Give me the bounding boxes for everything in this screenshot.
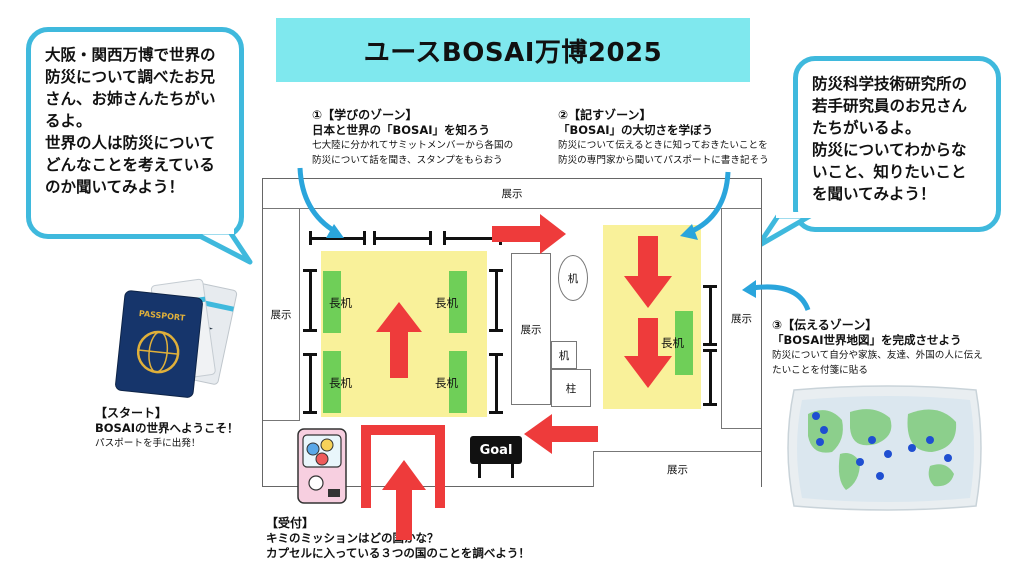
zone1-heading: ①【学びのゾーン】: [312, 108, 418, 122]
long-desk: [323, 271, 341, 333]
bubble-right-line: 防災についてわからな: [812, 141, 967, 159]
bubble-right-tail: [755, 212, 818, 249]
zone2-desc: 防災の専門家から聞いてパスポートに書き記そう: [558, 155, 769, 166]
zone3-desc: たいことを付箋に貼る: [772, 365, 868, 376]
zone3-heading: ③【伝えるゾーン】: [772, 318, 878, 332]
bubble-right-line: を聞いてみよう！: [812, 185, 936, 203]
bubble-right-line: いこと、知りたいこと: [812, 163, 967, 181]
pillar: 柱: [551, 369, 591, 407]
partition: [443, 237, 501, 240]
start-caption: 【スタート】 BOSAIの世界へようこそ！ パスポートを手に出発！: [95, 406, 239, 451]
reception-line2: カプセルに入っている３つの国のことを調べよう！: [266, 546, 530, 560]
exhibit-label: 展示: [270, 309, 292, 321]
long-desk: [675, 311, 693, 375]
exhibit-label: 展示: [667, 464, 688, 476]
zone3-subtitle: 「BOSAI世界地図」を完成させよう: [772, 333, 962, 347]
arrow-left-goal: [524, 414, 598, 454]
reception-heading: 【受付】: [266, 516, 315, 530]
zone2-caption: ②【記すゾーン】 「BOSAI」の大切さを学ぼう 防災について伝えるときに知って…: [558, 108, 769, 168]
long-desk-label: 長机: [661, 336, 684, 350]
bubble-left-line: 大阪・関西万博で世界の: [45, 46, 216, 64]
arrow-right-top: [492, 214, 566, 254]
pointer-arrow-zone3: [742, 280, 756, 298]
exhibit-top: 展示: [263, 179, 761, 209]
exhibit-bottom: 展示: [593, 451, 761, 487]
exhibit-label: 展示: [520, 323, 542, 336]
bubble-right-line: たちがいるよ。: [812, 119, 921, 137]
arrow-up-zone1: [376, 302, 422, 378]
long-desk-label: 長机: [435, 296, 458, 310]
page-title: ユースBOSAI万博2025: [363, 37, 663, 68]
arrow-down-zone2: [624, 236, 672, 308]
zone3-caption: ③【伝えるゾーン】 「BOSAI世界地図」を完成させよう 防災について自分や家族…: [772, 318, 983, 378]
zone1-subtitle: 日本と世界の「BOSAI」を知ろう: [312, 123, 491, 137]
exhibit-center: 展示: [511, 253, 551, 405]
long-desk-label: 長机: [435, 376, 458, 390]
arrow-down-zone2: [624, 318, 672, 388]
bubble-left-line: のか聞いてみよう！: [45, 178, 185, 196]
goal-label: Goal: [479, 442, 513, 458]
start-line2: パスポートを手に出発！: [95, 438, 201, 449]
long-desk-label: 長机: [329, 376, 352, 390]
goal-sign: Goal: [470, 436, 522, 478]
start-line1: BOSAIの世界へようこそ！: [95, 421, 239, 435]
pointer-arrow-zone2: [680, 224, 698, 240]
bubble-right-line: 若手研究員のお兄さん: [812, 97, 968, 115]
pointer-arrow-zone1: [326, 224, 344, 238]
partition: [709, 349, 712, 405]
reception-gate: [361, 425, 445, 508]
partition: [495, 353, 498, 413]
partition: [709, 285, 712, 345]
speech-bubble-right: 防災科学技術研究所の 若手研究員のお兄さん たちがいるよ。 防災についてわからな…: [793, 56, 1001, 232]
map-pin-icon: [812, 412, 952, 480]
bubble-left-line: るよ。: [45, 112, 92, 130]
desk-label: 机: [567, 272, 579, 285]
title-banner: ユースBOSAI万博2025: [276, 18, 750, 82]
partition: [495, 269, 498, 331]
zone2-desc: 防災について伝えるときに知っておきたいことを: [558, 140, 768, 151]
start-heading: 【スタート】: [95, 406, 168, 420]
speech-bubble-left: 大阪・関西万博で世界の 防災について調べたお兄 さん、お姉さんたちがい るよ。 …: [26, 27, 244, 239]
bubble-left-line: さん、お姉さんたちがい: [45, 90, 216, 108]
long-desk: [449, 271, 467, 333]
zone2-heading: ②【記すゾーン】: [558, 108, 652, 122]
arrow-up-entry: [382, 460, 426, 540]
long-desk: [449, 351, 467, 413]
partition: [309, 353, 312, 413]
long-desk-label: 長机: [329, 296, 352, 310]
gacha-machine-icon: [297, 428, 347, 504]
zone1-desc: 防災について話を聞き、スタンプをもらおう: [312, 155, 503, 166]
long-desk: [323, 351, 341, 413]
world-map-illustration: [787, 385, 982, 511]
partition: [309, 269, 312, 331]
passport-illustration: PASSPORT: [115, 278, 238, 398]
exhibit-left: 展示: [263, 209, 300, 421]
bubble-left-line: どんなことを考えている: [45, 156, 215, 174]
exhibit-label: 展示: [731, 313, 752, 325]
partition: [373, 237, 431, 240]
reception-line1: キミのミッションはどの国かな？: [266, 531, 439, 545]
reception-caption: 【受付】 キミのミッションはどの国かな？ カプセルに入っている３つの国のことを調…: [266, 516, 530, 561]
bubble-left-line: 防災について調べたお兄: [45, 68, 216, 86]
desk-small: 机: [551, 341, 577, 369]
bubble-left-tail: [190, 228, 253, 265]
zone3-desc: 防災について自分や家族、友達、外国の人に伝え: [772, 350, 983, 361]
partition: [309, 237, 365, 240]
zone2-subtitle: 「BOSAI」の大切さを学ぼう: [558, 123, 714, 137]
bubble-left-line: 世界の人は防災について: [45, 134, 216, 152]
zone1-desc: 七大陸に分かれてサミットメンバーから各国の: [312, 140, 514, 151]
pillar-label: 柱: [565, 382, 577, 395]
zone1-caption: ①【学びのゾーン】 日本と世界の「BOSAI」を知ろう 七大陸に分かれてサミット…: [312, 108, 513, 168]
desk-round: 机: [558, 255, 588, 301]
desk-label: 机: [558, 349, 570, 362]
exhibit-right: 展示: [721, 209, 761, 429]
bubble-right-line: 防災科学技術研究所の: [812, 75, 968, 93]
exhibit-label: 展示: [501, 188, 523, 200]
